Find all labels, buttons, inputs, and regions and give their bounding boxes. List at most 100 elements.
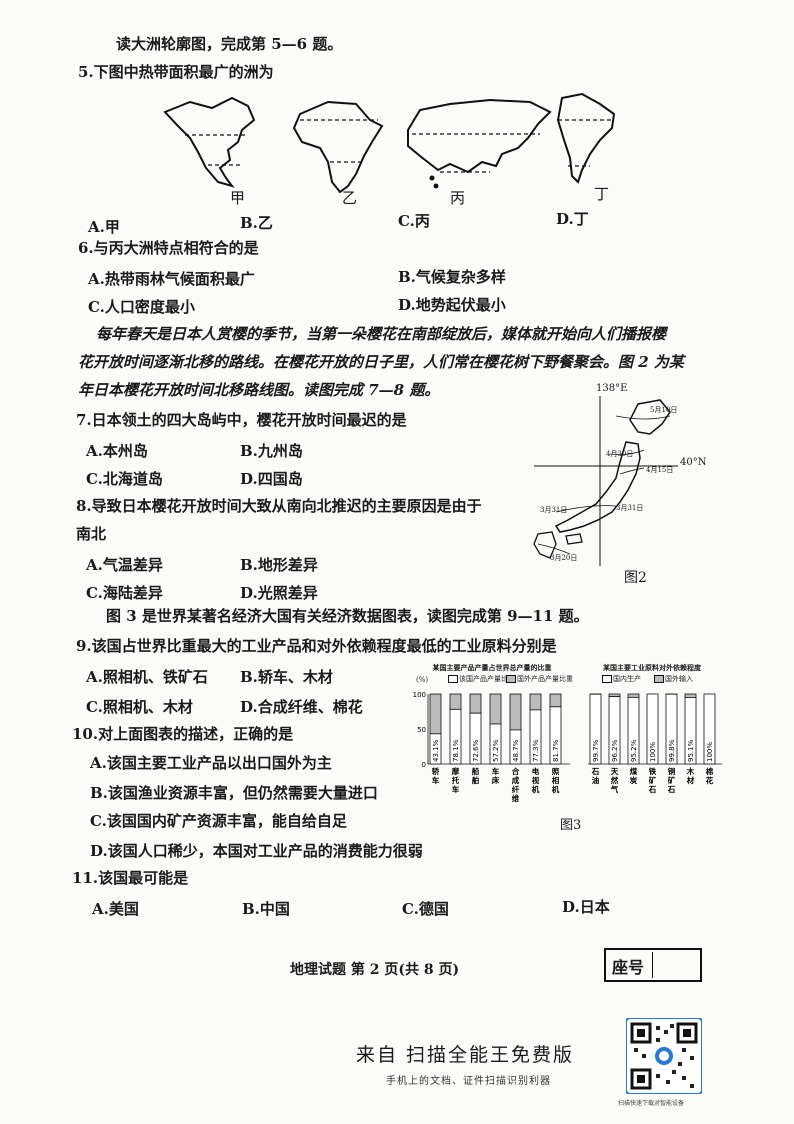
fig2-japan-map bbox=[533, 396, 678, 566]
fig3-left-bar-domestic-2 bbox=[469, 712, 482, 765]
map-label-yi: 乙 bbox=[342, 189, 358, 207]
fig3-right-category-3-char-0: 铁 bbox=[649, 766, 657, 776]
q8-stem-line-2: 南北 bbox=[76, 525, 107, 543]
fig3-right-legend-foreign: 国外输入 bbox=[665, 675, 693, 683]
fig3-left-category-4-char-0: 合 bbox=[512, 766, 520, 776]
south-america-outline bbox=[556, 92, 616, 184]
fig3-right-bar-domestic-5 bbox=[684, 697, 697, 765]
q10-option-b[interactable]: B.该国渔业资源丰富，但仍然需要大量进口 bbox=[90, 784, 378, 802]
q9-stem: 9.该国占世界比重最大的工业产品和对外依赖程度最低的工业原料分别是 bbox=[76, 637, 557, 655]
fig3-left-title: 某国主要产品产量占世界总产量的比重 bbox=[432, 663, 552, 672]
fig3-left-category-6-char-0: 照 bbox=[552, 767, 560, 776]
fig3-right-legend-swatch-foreign bbox=[654, 675, 664, 683]
fig2-date-mar31-west: 3月31日 bbox=[540, 506, 568, 514]
fig3-right-legend-swatch-domestic bbox=[602, 675, 612, 683]
q8-option-c[interactable]: C.海陆差异 bbox=[86, 584, 163, 602]
q7-option-a[interactable]: A.本州岛 bbox=[86, 442, 148, 460]
q5-option-b[interactable]: B.乙 bbox=[240, 214, 273, 232]
fig3-left-category-1-char-0: 摩 bbox=[452, 766, 460, 776]
q11-stem: 11.该国最可能是 bbox=[72, 869, 189, 887]
q11-option-b[interactable]: B.中国 bbox=[242, 900, 290, 918]
fig2-date-may10: 5月10日 bbox=[650, 406, 678, 414]
q9-option-b[interactable]: B.轿车、木材 bbox=[240, 668, 333, 686]
fig3-left-value-label-4: 48.7% bbox=[512, 739, 520, 762]
scanner-watermark-subtitle: 手机上的文档、证件扫描识别利器 bbox=[386, 1076, 551, 1087]
honshu-outline bbox=[554, 441, 641, 533]
fig3-left-category-3-char-1: 床 bbox=[492, 775, 500, 785]
q10-option-d[interactable]: D.该国人口稀少，本国对工业产品的消费能力很弱 bbox=[90, 842, 423, 860]
fig3-left-bar-domestic-6 bbox=[549, 706, 562, 765]
fig3-left-legend-domestic: 该国产品产量比重 bbox=[459, 675, 515, 683]
fig3-left-category-2-char-1: 舶 bbox=[472, 775, 480, 785]
fig3-right-plot: 99.7%石油96.2%天然气95.2%煤炭100%铁矿石99.8%铜矿石95.… bbox=[588, 693, 722, 794]
q8-option-a[interactable]: A.气温差异 bbox=[86, 556, 163, 574]
seat-number-box[interactable]: 座号 bbox=[604, 948, 702, 982]
q8-option-b[interactable]: B.地形差异 bbox=[240, 556, 318, 574]
fig3-right-value-label-0: 99.7% bbox=[592, 739, 600, 762]
kyushu-outline bbox=[533, 531, 557, 559]
q11-option-a[interactable]: A.美国 bbox=[92, 900, 139, 918]
fig3-left-value-label-1: 78.1% bbox=[452, 739, 460, 762]
q7-option-c[interactable]: C.北海道岛 bbox=[86, 470, 163, 488]
fig3-left-category-1-char-2: 车 bbox=[452, 784, 460, 794]
asia-outline bbox=[407, 98, 552, 189]
fig3-left-legend-swatch-domestic bbox=[448, 675, 458, 683]
q6-option-a[interactable]: A.热带雨林气候面积最广 bbox=[88, 270, 255, 288]
seat-divider bbox=[652, 952, 653, 978]
fig3-right-bar-domestic-6 bbox=[703, 693, 716, 765]
fig2-date-apr15: 4月15日 bbox=[646, 466, 674, 474]
fig3-right-category-0-char-1: 油 bbox=[592, 775, 600, 785]
q5-option-d[interactable]: D.丁 bbox=[556, 210, 589, 228]
fig2-caption: 图2 bbox=[624, 570, 647, 586]
q9-option-d[interactable]: D.合成纤维、棉花 bbox=[240, 698, 363, 716]
q11-option-c[interactable]: C.德国 bbox=[402, 900, 449, 918]
fig3-right-category-4-char-1: 矿 bbox=[668, 775, 676, 785]
fig3-left-bar-domestic-5 bbox=[529, 709, 542, 765]
fig3-right-category-5-char-0: 木 bbox=[686, 766, 695, 776]
fig3-right-bar-domestic-3 bbox=[646, 693, 659, 765]
fig3-left-value-label-3: 57.2% bbox=[492, 739, 500, 762]
fig3-left-bar-foreign-0 bbox=[429, 693, 442, 735]
fig3-right-bar-foreign-5 bbox=[684, 693, 697, 698]
fig3-left-category-6-char-1: 相 bbox=[552, 775, 560, 785]
isoline-may-10 bbox=[615, 415, 671, 420]
fig3-caption: 图3 bbox=[560, 818, 582, 833]
fig3-right-value-label-1: 96.2% bbox=[611, 739, 619, 762]
continent-outlines-figure bbox=[163, 92, 616, 194]
isoline-apr-15 bbox=[619, 467, 645, 475]
hokkaido-outline bbox=[629, 399, 671, 435]
q6-option-d[interactable]: D.地势起伏最小 bbox=[398, 296, 506, 314]
q10-option-c[interactable]: C.该国国内矿产资源丰富，能自给自足 bbox=[90, 812, 347, 830]
isoline-mar-31 bbox=[555, 505, 617, 513]
fig3-right-bar-domestic-1 bbox=[608, 696, 621, 765]
q7-option-d[interactable]: D.四国岛 bbox=[240, 470, 303, 488]
fig3-right-value-label-4: 99.8% bbox=[668, 739, 676, 762]
q11-option-d[interactable]: D.日本 bbox=[562, 898, 610, 916]
fig3-left-bar-domestic-0 bbox=[429, 733, 442, 765]
q9-option-c[interactable]: C.照相机、木材 bbox=[86, 698, 193, 716]
qr-code-icon bbox=[626, 1018, 702, 1094]
q5-option-c[interactable]: C.丙 bbox=[398, 212, 430, 230]
fig3-left-category-4-char-1: 成 bbox=[512, 775, 520, 785]
fig3-left-category-2-char-0: 船 bbox=[472, 766, 480, 776]
fig2-date-mar31-east: 3月31日 bbox=[616, 504, 644, 512]
q6-option-b[interactable]: B.气候复杂多样 bbox=[398, 268, 506, 286]
seat-number-label: 座号 bbox=[612, 958, 645, 977]
passage-line-3: 年日本樱花开放时间北移路线图。读图完成 7—8 题。 bbox=[78, 381, 440, 399]
fig3-left-plot: 10050043.1%轿车78.1%摩托车72.6%船舶57.2%车床48.7%… bbox=[413, 691, 570, 803]
q10-stem: 10.对上面图表的描述，正确的是 bbox=[72, 725, 294, 743]
q5-option-a[interactable]: A.甲 bbox=[88, 218, 120, 236]
q10-option-a[interactable]: A.该国主要工业产品以出口国外为主 bbox=[90, 754, 332, 772]
passage-line-2: 花开放时间逐渐北移的路线。在樱花开放的日子里，人们常在樱花树下野餐聚会。图 2 … bbox=[78, 353, 684, 371]
fig3-right-category-5-char-1: 材 bbox=[687, 775, 695, 785]
q6-option-c[interactable]: C.人口密度最小 bbox=[88, 298, 195, 316]
fig3-right-bar-domestic-0 bbox=[589, 693, 602, 765]
fig3-left-bar-foreign-1 bbox=[449, 693, 462, 710]
map-label-jia: 甲 bbox=[230, 189, 246, 207]
fig3-left-ytick-0: 100 bbox=[413, 691, 426, 699]
map-label-ding: 丁 bbox=[594, 185, 610, 203]
q9-option-a[interactable]: A.照相机、铁矿石 bbox=[86, 668, 208, 686]
q8-option-d[interactable]: D.光照差异 bbox=[240, 584, 318, 602]
q7-option-b[interactable]: B.九州岛 bbox=[240, 442, 303, 460]
fig3-left-bar-foreign-2 bbox=[469, 693, 482, 714]
